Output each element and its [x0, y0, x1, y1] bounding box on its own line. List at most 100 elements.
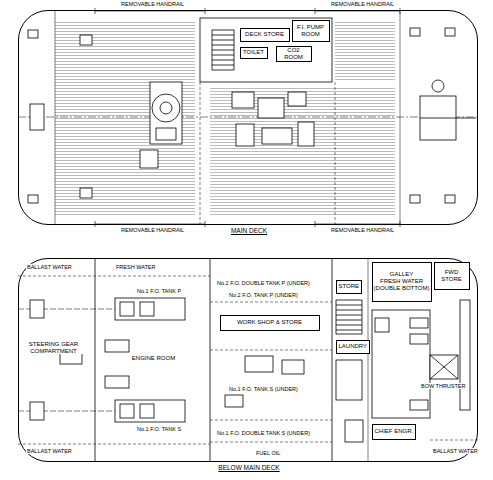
below-deck-structure: [332, 258, 333, 462]
below-deck-structure: [460, 300, 470, 410]
compartment-name: CHIEF ENGR.: [374, 428, 415, 435]
below-deck-structure: [120, 404, 134, 418]
tank-label: FRESH WATER: [115, 264, 156, 270]
main-deck-structure: [18, 10, 478, 225]
below-deck-structure: [95, 258, 96, 462]
compartment-name: STORE: [338, 283, 361, 290]
compartment-name: CO2 ROOM: [277, 47, 311, 61]
handrail-line: [95, 8, 400, 227]
below-deck-structure: [410, 318, 428, 328]
below-deck-structure: [430, 355, 458, 379]
below-deck-structure: [210, 258, 211, 462]
main-deck-structure: [236, 124, 254, 146]
below-deck-structure: [345, 420, 363, 442]
compartment-name: FRESH WATER (DOUBLE BOTTOM): [373, 278, 431, 292]
toilet-room: TOILET: [240, 47, 268, 59]
engine-room: ENGINE ROOM: [128, 352, 180, 366]
main-deck-structure: [400, 10, 401, 225]
main-deck-structure: [445, 195, 455, 203]
main-deck-structure: [410, 28, 420, 36]
handrail-line: [95, 8, 400, 14]
handrail-note: REMOVABLE HANDRAIL: [330, 1, 395, 7]
below-deck-structure: [140, 302, 154, 316]
below-deck-structure: [30, 402, 44, 420]
galley: GALLEYFRESH WATER (DOUBLE BOTTOM): [372, 262, 432, 302]
tank-label: BOW THRUSTER: [420, 383, 467, 389]
main-deck-structure: [28, 195, 38, 203]
below-deck-structure: [115, 400, 185, 422]
plan-title: BELOW MAIN DECK: [19, 464, 479, 471]
below-deck-structure: [430, 355, 458, 379]
tank-label: No.2 F.O. TANK P (UNDER): [228, 292, 299, 298]
deck-grating: [55, 20, 195, 215]
main-deck-structure: [335, 82, 336, 225]
main-deck-structure: [258, 98, 284, 118]
store-room: STORE: [336, 280, 363, 294]
co2-room: CO2 ROOM: [276, 46, 312, 63]
below-deck-structure: [372, 310, 430, 418]
compartment-name: GALLEY: [389, 271, 414, 278]
below-deck-structure: [410, 400, 428, 410]
below-deck-structure: [18, 276, 210, 277]
main-deck-structure: [420, 118, 476, 119]
plan-title: MAIN DECK: [19, 227, 479, 234]
below-deck-structure: [245, 356, 273, 372]
below-deck-structure: [105, 376, 129, 388]
main-deck-structure: [30, 104, 44, 130]
laundry: LAUNDRY: [336, 340, 371, 354]
steering-gear-room: STEERING GEAR COMPARTMENT: [22, 335, 86, 361]
main-deck-structure: [18, 117, 478, 118]
below-deck-structure: [430, 440, 478, 441]
below-deck-structure: [18, 258, 478, 462]
tank-label: No.1 F.O. TANK S: [136, 426, 182, 432]
deck-grating: [335, 20, 395, 82]
fwd-store: FWD STORE: [434, 262, 470, 290]
tank-label: No.1 F.O. TANK S (UNDER): [228, 386, 299, 392]
tank-label: FUEL OIL: [255, 450, 281, 456]
pump-room: F.I. PUMP ROOM: [292, 20, 330, 42]
tank-label: No.1 F.O. TANK P: [136, 288, 182, 294]
compartment-name: DECK STORE: [244, 31, 285, 38]
handrail-note: REMOVABLE HANDRAIL: [120, 1, 185, 7]
below-deck-structure: [368, 258, 369, 462]
main-deck-structure: [298, 122, 314, 146]
main-deck-structure: [212, 30, 234, 70]
below-deck-structure: [120, 302, 134, 316]
below-deck-structure: [115, 298, 185, 320]
compartment-name: LAUNDRY: [338, 343, 369, 350]
deck-store: DECK STORE: [240, 28, 290, 42]
compartment-name: TOILET: [242, 49, 265, 56]
below-deck-structure: [210, 350, 332, 351]
main-deck-structure: [262, 128, 292, 144]
tank-label: No.2 F.O. DOUBLE TANK P (UNDER): [216, 280, 311, 286]
main-deck-structure: [80, 35, 92, 45]
below-deck-structure: [210, 302, 332, 303]
main-deck-structure: [80, 188, 92, 198]
tank-label: BALLAST WATER: [26, 448, 73, 454]
main-deck-structure: [445, 28, 455, 36]
main-deck-structure: [432, 80, 444, 92]
main-deck-structure: [232, 92, 254, 108]
handrail-note: REMOVABLE HANDRAIL: [330, 227, 395, 233]
below-deck-structure: [410, 334, 428, 344]
below-deck-structure: [336, 360, 362, 400]
handrail-note: REMOVABLE HANDRAIL: [120, 227, 185, 233]
tank-label: BALLAST WATER: [432, 448, 479, 454]
main-deck-structure: [288, 92, 306, 106]
below-deck-structure: [375, 318, 389, 332]
below-deck-structure: [210, 420, 332, 421]
main-deck-structure: [200, 18, 332, 82]
below-deck-structure: [336, 300, 362, 334]
main-deck-structure: [152, 94, 180, 122]
compartment-name: WORK SHOP & STORE: [236, 319, 303, 326]
below-deck-structure: [30, 300, 44, 318]
main-deck-structure: [150, 82, 182, 144]
below-deck-structure: [210, 442, 332, 443]
main-deck-structure: [410, 195, 420, 203]
compartment-name: STEERING GEAR COMPARTMENT: [22, 341, 86, 355]
below-deck-structure: [18, 444, 210, 445]
main-deck-structure: [156, 128, 176, 140]
workshop-store: WORK SHOP & STORE: [220, 315, 320, 331]
